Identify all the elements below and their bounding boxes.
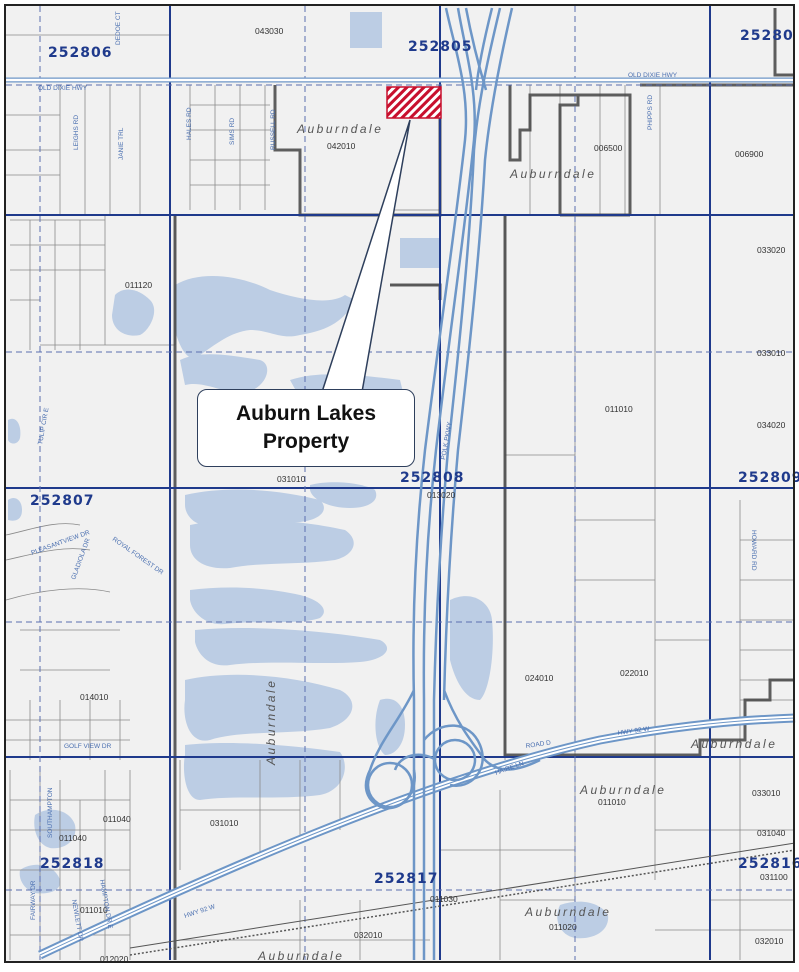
road-label: JANIE TRL — [118, 127, 125, 160]
quarter-section-grid — [6, 6, 795, 960]
road-label: OLD DIXIE HWY — [38, 85, 88, 92]
section-label: 252818 — [40, 856, 104, 872]
map-frame — [4, 4, 795, 963]
parcel-label: 012020 — [100, 954, 129, 964]
parcel-label: 011040 — [59, 833, 87, 843]
parcel-label: 031010 — [277, 474, 306, 484]
section-label: 252807 — [30, 493, 94, 509]
road-label: SIMS RD — [229, 118, 236, 145]
city-label: Auburndale — [690, 737, 777, 751]
road-label: ROAD D — [525, 739, 551, 749]
city-label: Auburndale — [257, 949, 344, 963]
city-label: Auburndale — [509, 167, 596, 181]
road-label: RUSSELL RD — [270, 109, 277, 150]
parcel-label: 031010 — [210, 818, 239, 828]
section-label: 252805 — [408, 39, 472, 55]
city-labels: Auburndale Auburndale Auburndale Auburnd… — [257, 122, 777, 963]
section-label: 252809 — [738, 470, 799, 486]
parcel-label: 031100 — [760, 872, 788, 882]
parcel-label: 011020 — [549, 922, 577, 932]
city-label: Auburndale — [296, 122, 383, 136]
section-label: 252808 — [400, 470, 464, 486]
section-label: 252816 — [738, 856, 799, 872]
parcel-label: 032010 — [354, 930, 383, 940]
road-label: HWY 92 W — [617, 725, 651, 737]
city-label: Auburndale — [579, 783, 666, 797]
roads — [6, 77, 796, 960]
parcel-label: 042010 — [327, 141, 356, 151]
parcel-label: 011030 — [430, 894, 458, 904]
property-callout: Auburn Lakes Property — [197, 389, 415, 467]
parcel-label: 024010 — [525, 673, 554, 683]
parcel-label: 031040 — [757, 828, 786, 838]
parcel-label: 011010 — [598, 797, 626, 807]
parcel-label: 011010 — [80, 905, 108, 915]
road-label: PHIPPS RD — [647, 95, 654, 130]
parcel-label: 014010 — [80, 692, 109, 702]
road-label: OLD DIXIE HWY — [628, 72, 678, 79]
parcel-labels: 043030 042010 006500 006900 033020 01112… — [59, 26, 788, 964]
road-label: HALES RD — [186, 107, 193, 140]
section-label: 252806 — [48, 45, 112, 61]
parcel-label: 033020 — [757, 245, 786, 255]
road-label: LEIGHS RD — [73, 115, 80, 150]
parcel-label: 011120 — [125, 280, 152, 290]
property-highlight[interactable] — [386, 86, 442, 119]
section-labels: 252806 252805 25280 252807 252808 252809… — [30, 28, 799, 887]
parcel-label: 006900 — [735, 149, 764, 159]
road-label: SOUTHAMPTON — [47, 787, 54, 838]
parcel-label: 011040 — [103, 814, 131, 824]
callout-line-2: Property — [262, 430, 350, 453]
parcel-label: 006500 — [594, 143, 623, 153]
parcel-label: 011010 — [605, 404, 633, 414]
interchange-ring — [366, 738, 477, 809]
parcel-label: 032010 — [755, 936, 784, 946]
parcel-label: 034020 — [757, 420, 786, 430]
road-label: GOLF VIEW DR — [64, 743, 112, 750]
callout-line-1: Auburn Lakes — [235, 402, 377, 425]
section-grid — [6, 6, 795, 960]
section-label: 252817 — [374, 871, 438, 887]
parcel-label: 013020 — [427, 490, 456, 500]
parcel-label: 033010 — [752, 788, 781, 798]
parcel-label: 033010 — [757, 348, 786, 358]
road-label: FAIRWAY DR — [30, 880, 37, 920]
parcel-label: 043030 — [255, 26, 284, 36]
road-label: HOWARD RD — [750, 530, 757, 571]
polk-parkway — [364, 7, 541, 960]
city-label: Auburndale — [264, 679, 278, 766]
section-label: 25280 — [740, 28, 794, 44]
city-label: Auburndale — [524, 905, 611, 919]
parcel-label: 022010 — [620, 668, 649, 678]
road-label: DEDOE CT — [115, 11, 122, 45]
